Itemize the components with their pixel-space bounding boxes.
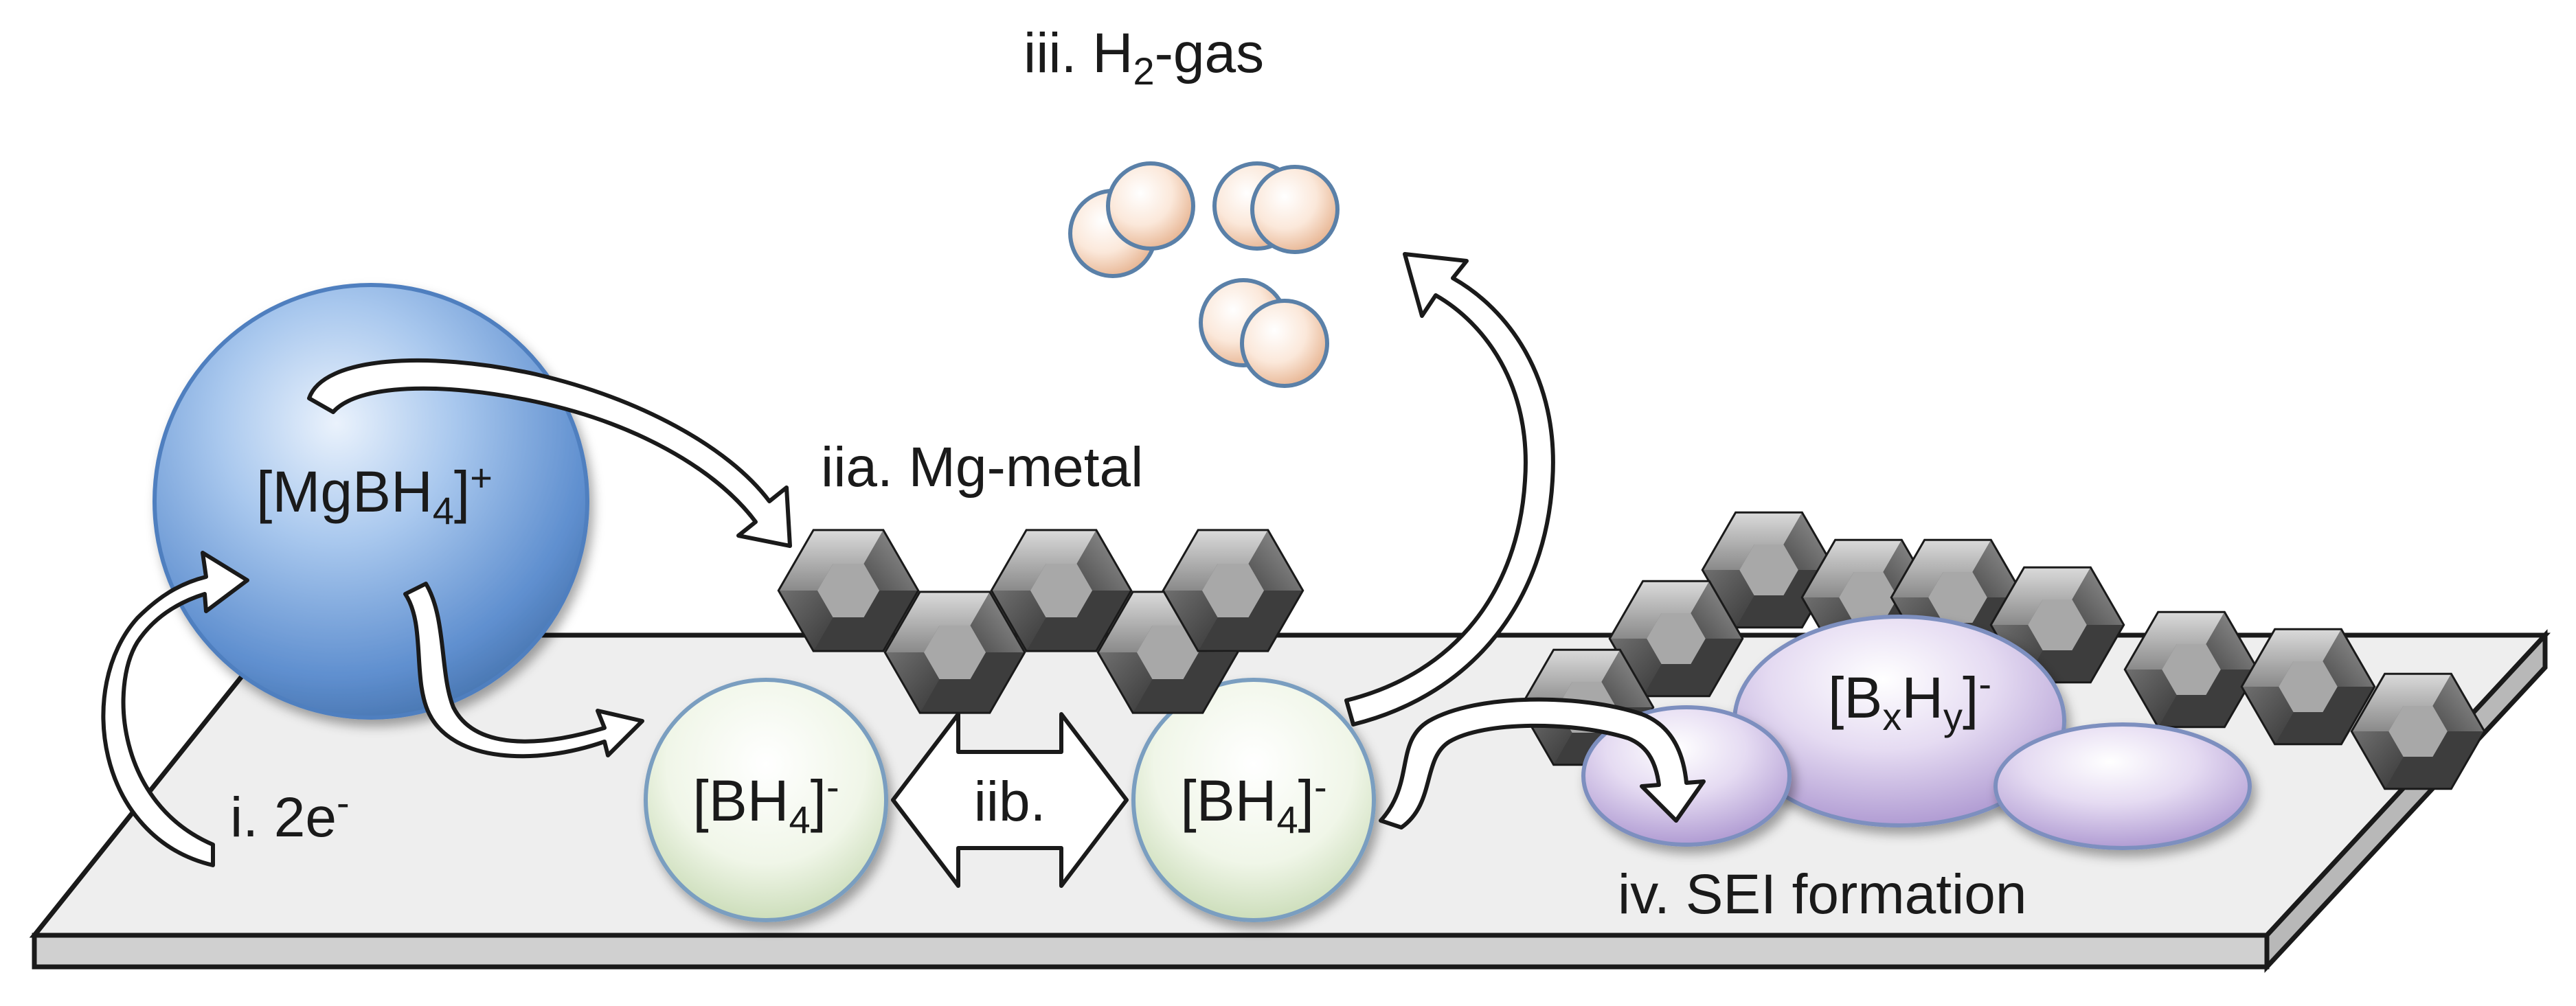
sei-formation-arrow bbox=[1379, 697, 1706, 830]
electron-transfer-arrow bbox=[101, 551, 249, 867]
mg-crystal-1 bbox=[777, 529, 920, 652]
disproportionation-double-arrow bbox=[891, 712, 1129, 888]
reaction-arrows bbox=[101, 252, 1706, 888]
mg-crystal-3 bbox=[990, 529, 1133, 652]
mg-metal-crystals bbox=[777, 529, 2486, 790]
h2-molecule-1 bbox=[1068, 161, 1195, 278]
bxhy-ellipses: [BxHy]- bbox=[1581, 615, 2252, 850]
bh4-label-left: [BH4]- bbox=[692, 765, 839, 841]
bh4-anion-sphere-left: [BH4]- bbox=[644, 678, 888, 922]
mg-crystal-2 bbox=[883, 591, 1026, 714]
bxhy-ellipse-right bbox=[1993, 722, 2252, 850]
sei-crystal-4 bbox=[1608, 580, 1744, 698]
step-iib-label: iib. bbox=[974, 770, 1046, 833]
sei-crystal-9 bbox=[2350, 672, 2486, 790]
h2-molecule-2 bbox=[1212, 161, 1340, 254]
h2-gas-molecules bbox=[1068, 161, 1340, 388]
sei-crystal-7 bbox=[2123, 610, 2259, 729]
step-iii-label: iii. H2-gas bbox=[1024, 22, 1264, 93]
deposition-arrow bbox=[307, 358, 792, 548]
mg-crystal-5 bbox=[1162, 529, 1304, 652]
mgbh4-cation-sphere: [MgBH4]+ bbox=[152, 283, 589, 720]
step-iia-label: iia. Mg-metal bbox=[821, 436, 1143, 499]
sei-crystal-8 bbox=[2240, 628, 2376, 746]
bh4-anion-sphere-right: [BH4]- bbox=[1131, 678, 1376, 922]
mgbh4-label: [MgBH4]+ bbox=[256, 456, 493, 532]
anion-release-arrow bbox=[403, 582, 644, 759]
bh4-label-right: [BH4]- bbox=[1180, 765, 1326, 841]
step-iv-label: iv. SEI formation bbox=[1618, 863, 2026, 926]
bxhy-label: [BxHy]- bbox=[1828, 662, 1991, 738]
sei-mg-crystals-back bbox=[1519, 511, 2376, 766]
step-i-label: i. 2e- bbox=[230, 781, 350, 849]
h2-molecule-3 bbox=[1199, 278, 1329, 388]
h2-evolution-arrow bbox=[1344, 252, 1555, 727]
